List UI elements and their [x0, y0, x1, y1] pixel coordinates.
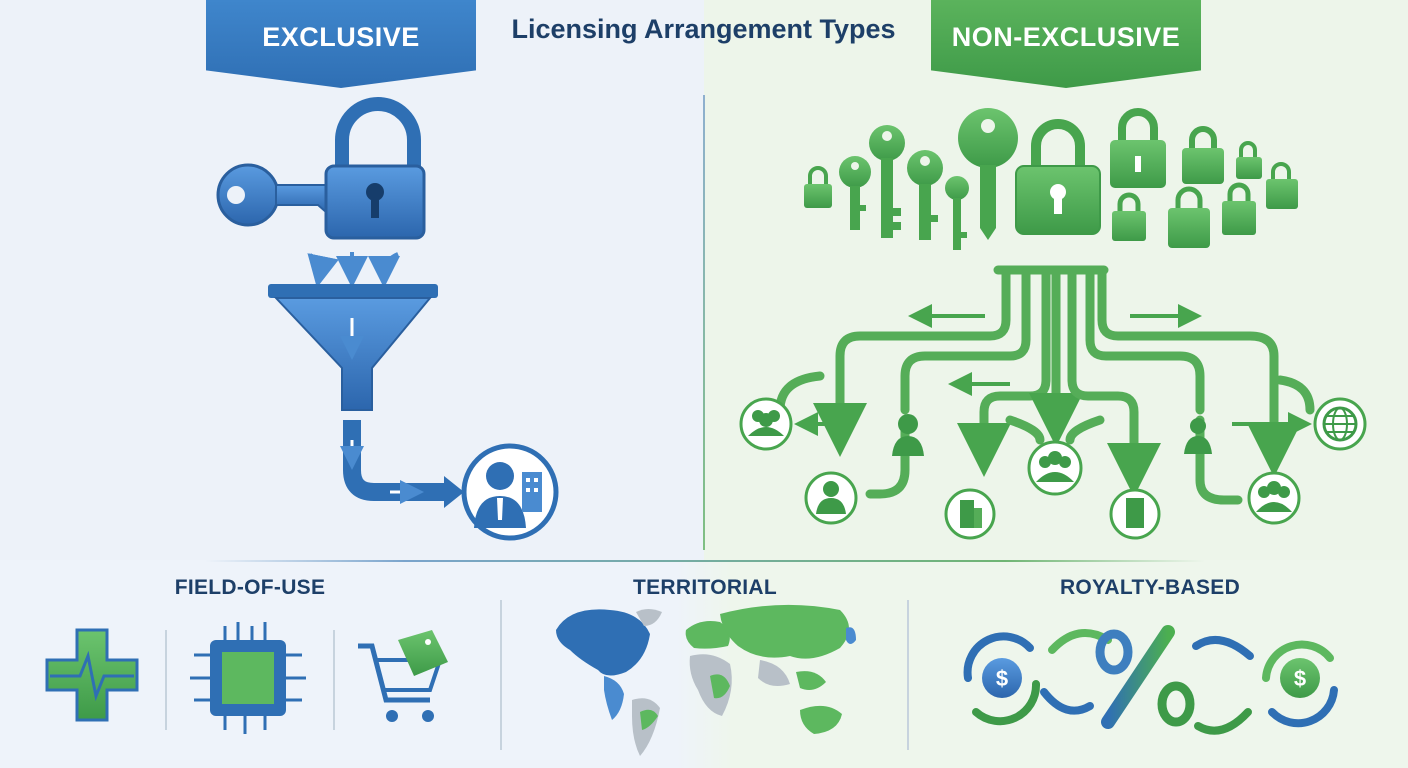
- page-title: Licensing Arrangement Types: [511, 14, 896, 44]
- field-of-use-title: FIELD-OF-USE: [174, 576, 326, 599]
- key-icon-1: [839, 156, 871, 230]
- non-exclusive-banner-label: NON-EXCLUSIVE: [951, 21, 1181, 52]
- key-icon-3: [907, 150, 943, 240]
- padlock-icon-2: [1110, 108, 1166, 188]
- padlock-icon-large: [1015, 119, 1101, 235]
- funnel-icon: [268, 284, 438, 411]
- medical-cross-icon: [45, 628, 139, 722]
- percent-icon: [1095, 625, 1195, 729]
- padlock-icon-7: [1168, 186, 1210, 248]
- group-icon-2: [1027, 440, 1083, 496]
- group-icon-3: [1247, 471, 1301, 525]
- world-map-icon: [556, 604, 856, 756]
- globe-icon: [1313, 397, 1367, 451]
- building-icon-2: [1109, 488, 1161, 540]
- arrow-icon: [340, 420, 464, 508]
- input-arrows: [307, 252, 401, 288]
- licensee-businessman-icon: [461, 443, 559, 541]
- padlock-icon-4: [1236, 141, 1262, 179]
- dollar-coin-icon-1: $: [982, 658, 1022, 698]
- person-icon-3: [1184, 418, 1212, 454]
- person-icon-2: [804, 471, 858, 525]
- exclusive-banner: EXCLUSIVE: [206, 0, 476, 88]
- non-exclusive-banner: NON-EXCLUSIVE: [931, 0, 1201, 88]
- group-icon-1: [739, 397, 793, 451]
- person-icon-1: [892, 414, 924, 456]
- padlock-icon-8: [1222, 182, 1256, 235]
- key-icon-4: [945, 176, 969, 250]
- section-divider: [205, 560, 1205, 562]
- royalty-based-title: ROYALTY-BASED: [1059, 576, 1241, 599]
- key-icon-2: [869, 125, 905, 238]
- center-divider: [703, 95, 705, 550]
- key-icon-5: [958, 108, 1018, 240]
- icon-separator-2: [333, 630, 335, 730]
- padlock-icon-6: [1112, 192, 1146, 241]
- branching-pipes: [775, 265, 1315, 505]
- svg-text:$: $: [996, 666, 1008, 691]
- territorial-title: TERRITORIAL: [632, 576, 778, 599]
- shopping-cart-icon: [358, 630, 448, 722]
- padlock-icon-small-1: [804, 166, 832, 208]
- icon-separator-1: [165, 630, 167, 730]
- padlock-icon-3: [1182, 126, 1224, 184]
- pipe-flow-arrows: [794, 304, 1312, 436]
- dollar-coin-icon-2: $: [1280, 658, 1320, 698]
- exclusive-banner-label: EXCLUSIVE: [262, 21, 420, 52]
- svg-text:$: $: [1294, 666, 1306, 691]
- microchip-icon: [190, 622, 306, 734]
- building-icon-1: [944, 488, 996, 540]
- section-separator-2: [907, 600, 909, 750]
- padlock-icon: [324, 97, 426, 240]
- padlock-icon-5: [1266, 162, 1298, 209]
- section-separator-1: [500, 600, 502, 750]
